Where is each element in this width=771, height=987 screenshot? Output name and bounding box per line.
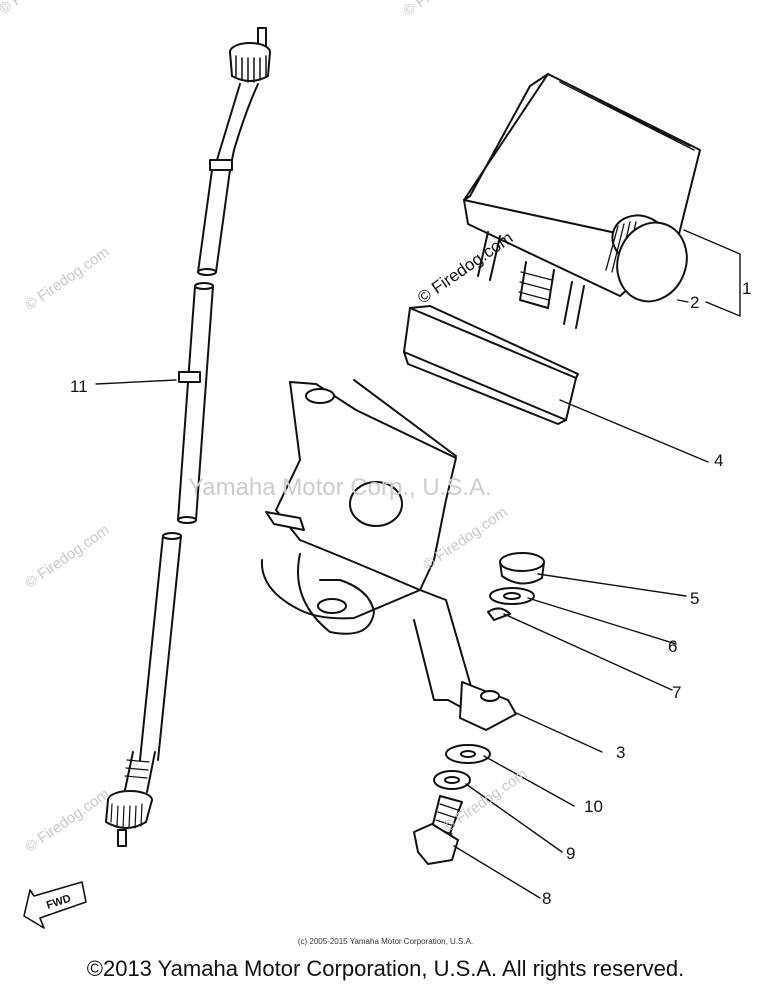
meter-bracket	[260, 379, 517, 731]
leader-lines	[95, 229, 741, 899]
damper	[499, 552, 545, 585]
watermark-yamaha: Yamaha Motor Corp., U.S.A.	[188, 474, 492, 501]
callout-3: 3	[616, 743, 626, 762]
bolt-8	[413, 795, 463, 865]
trip-knob	[605, 214, 688, 303]
callout-8: 8	[542, 889, 552, 908]
meter-assembly	[463, 73, 701, 329]
washer-6	[489, 587, 535, 605]
callout-6: 6	[668, 637, 678, 656]
clip-7	[487, 607, 511, 621]
callout-1: 1	[742, 279, 752, 298]
callout-5: 5	[690, 589, 700, 608]
callout-11: 11	[70, 377, 88, 396]
spring-washer-9	[433, 770, 471, 790]
meter-cushion	[403, 305, 579, 425]
callout-9: 9	[566, 844, 576, 863]
speedometer-cable	[105, 27, 271, 847]
fwd-arrow-icon: FWD	[23, 881, 87, 929]
callout-7: 7	[672, 683, 682, 702]
callout-10: 10	[584, 797, 603, 816]
copyright-main: ©2013 Yamaha Motor Corporation, U.S.A. A…	[86, 956, 685, 981]
callout-2: 2	[690, 293, 700, 312]
callout-4: 4	[714, 451, 724, 470]
washer-10	[445, 744, 491, 764]
copyright-small: (c) 2005-2015 Yamaha Motor Corporation, …	[297, 937, 474, 946]
